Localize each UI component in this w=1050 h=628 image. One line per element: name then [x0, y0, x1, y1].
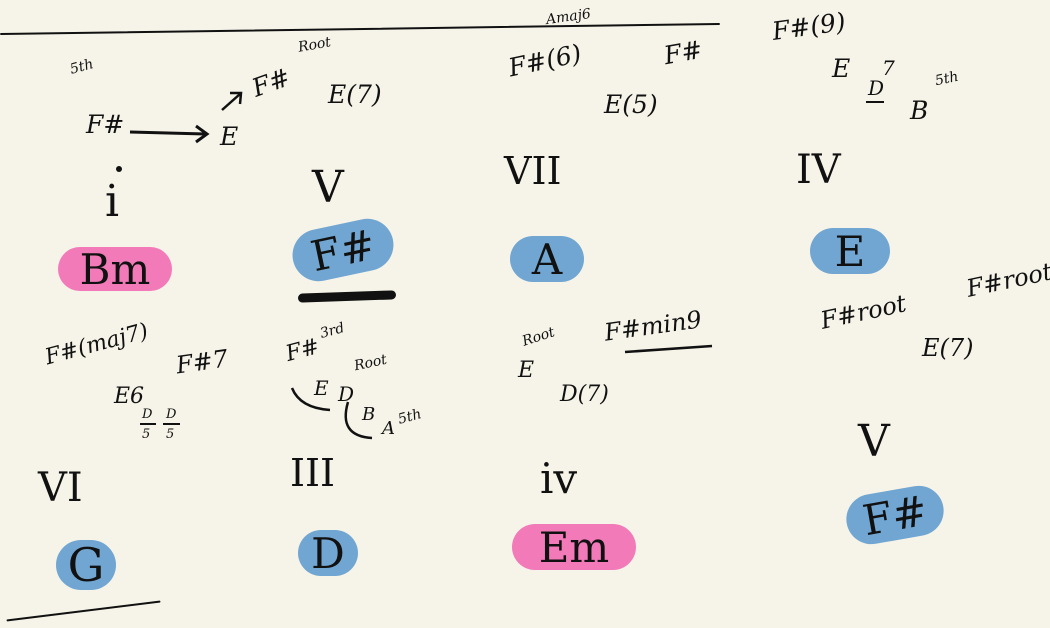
- note-f-sharp-6: F#(6): [505, 38, 584, 83]
- bottom-rule: [6, 600, 161, 622]
- fraction-5-2: 5: [166, 427, 175, 442]
- chord-f-sharp: F#: [842, 481, 948, 549]
- note-d: D: [338, 382, 355, 406]
- arrow-right-icon: [129, 130, 206, 136]
- note-f-sharp-7: F#7: [174, 344, 230, 380]
- note-f-sharp-root: F#root: [818, 289, 909, 335]
- chord-a: A: [510, 235, 584, 284]
- note-d7: D(7): [560, 382, 609, 407]
- note-b: B: [910, 96, 929, 125]
- note-f-sharp: F#: [86, 110, 125, 139]
- note-e7: E(7): [328, 80, 382, 109]
- fifth-label: 5th: [396, 406, 424, 428]
- note-e7: E(7): [922, 334, 974, 362]
- chord-d: D: [298, 529, 358, 578]
- note-e: E: [832, 54, 851, 83]
- chord-bm: Bm: [58, 245, 172, 294]
- root-dot: [116, 166, 122, 172]
- numeral-VI: VI: [38, 465, 83, 511]
- fifth-label: 5th: [933, 68, 960, 90]
- note-f-sharp: F#: [661, 34, 705, 71]
- numeral-V: V: [312, 162, 344, 213]
- fraction-5-1: 5: [142, 427, 151, 442]
- note-b: B: [362, 404, 376, 425]
- note-f-sharp-root: F#root: [964, 257, 1050, 303]
- note-e6: E6: [114, 384, 145, 409]
- numeral-V: V: [858, 416, 890, 467]
- numeral-iv: iv: [540, 454, 578, 503]
- note-f-sharp-9: F#(9): [770, 7, 848, 46]
- numeral-VII: VII: [504, 149, 562, 193]
- note-e: E: [518, 358, 535, 383]
- fraction-d-1: D: [142, 407, 153, 422]
- numeral-III: III: [290, 451, 336, 495]
- chord-f-sharp: F#: [287, 213, 399, 287]
- third-label: 3rd: [318, 320, 347, 342]
- chord-e: E: [810, 227, 890, 276]
- note-e5: E(5): [604, 90, 658, 119]
- note-f-sharp: F#: [283, 334, 323, 367]
- numeral-IV: IV: [796, 147, 841, 193]
- seven-label: 7: [882, 56, 895, 80]
- note-e: E: [314, 376, 329, 400]
- fifth-label: 5th: [68, 56, 96, 78]
- fraction-d-2: D: [166, 407, 177, 422]
- root-label: Root: [296, 34, 333, 56]
- note-e: E: [220, 122, 239, 151]
- note-a: A: [382, 418, 395, 439]
- arrow-up-right-icon: [221, 91, 243, 111]
- arrowhead: [195, 124, 210, 144]
- note-d: D: [868, 76, 885, 100]
- chord-em: Em: [512, 523, 636, 572]
- root-label: Root: [352, 351, 389, 375]
- note-f-sharp-maj7: F#(maj7): [42, 318, 151, 371]
- note-f-sharp-min9: F#min9: [602, 305, 704, 347]
- min9-underline: [624, 344, 713, 354]
- note-f-sharp-root: F#: [248, 62, 295, 103]
- root-label: Root: [520, 324, 557, 350]
- divider-bar: [297, 290, 397, 303]
- numeral-i: i: [105, 176, 120, 227]
- chord-g: G: [56, 538, 116, 592]
- top-rule: [0, 22, 720, 36]
